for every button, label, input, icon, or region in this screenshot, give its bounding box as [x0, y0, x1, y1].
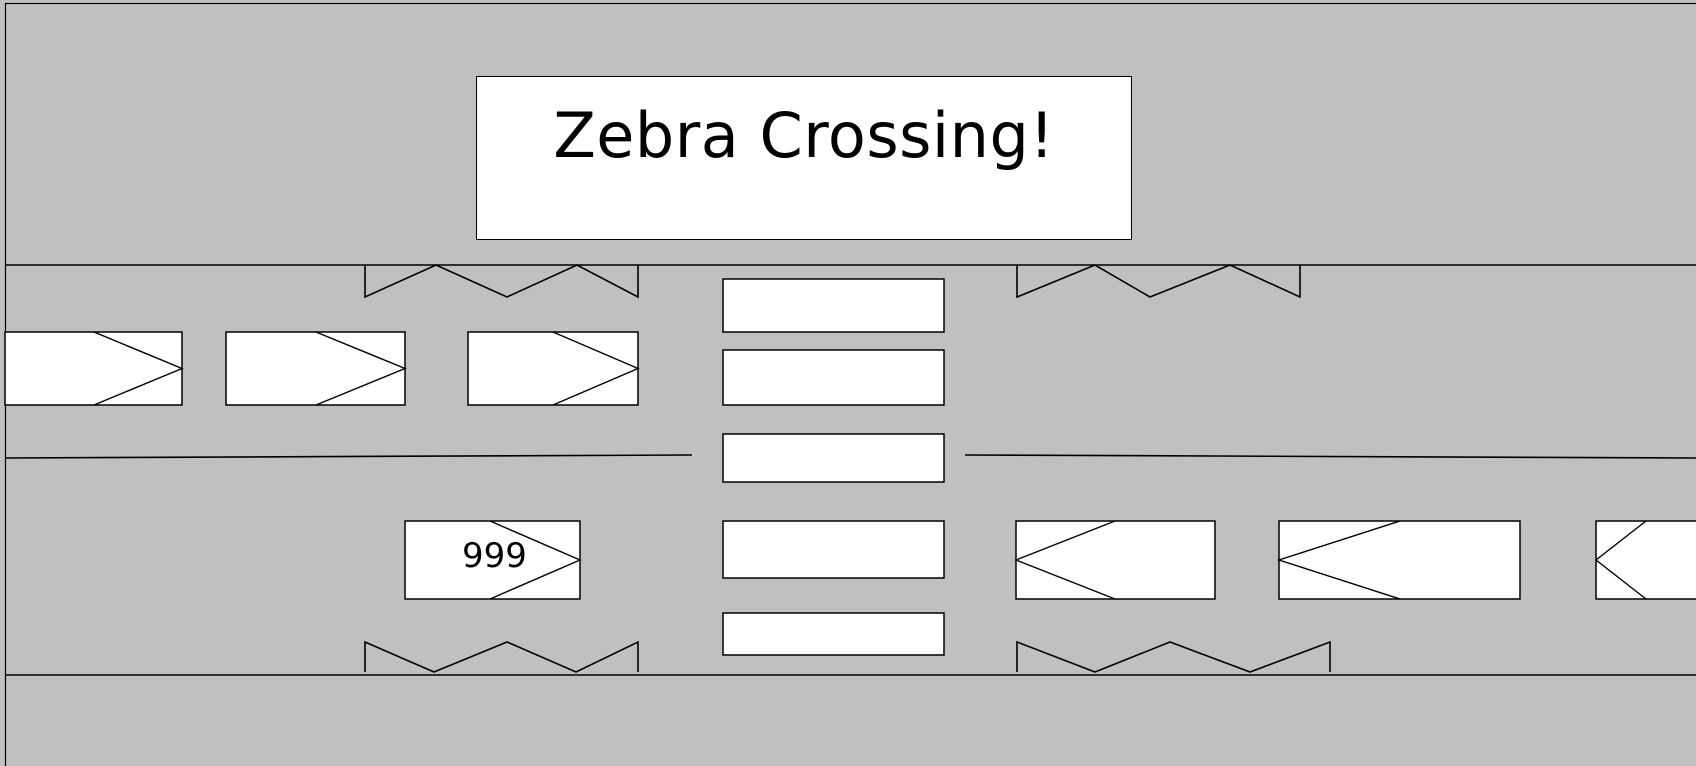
zebra-stripe-1: [722, 278, 945, 333]
zigzag-bottom-left: [364, 640, 639, 673]
zebra-stripe-5: [722, 612, 945, 656]
zebra-stripe-2: [722, 349, 945, 406]
vehicle-bottom-lane-999[interactable]: [404, 520, 581, 600]
vehicle-number-label: 999: [462, 536, 527, 576]
zebra-stripe-3: [722, 433, 945, 483]
title-banner: Zebra Crossing!: [476, 76, 1132, 240]
vehicle-top-lane-1-direction-mark: [93, 331, 184, 406]
vehicle-bottom-lane-left-2-direction-mark: [1276, 520, 1401, 600]
vehicle-bottom-lane-left-1-direction-mark: [1014, 520, 1116, 600]
zigzag-top-right: [1016, 264, 1301, 299]
vehicle-top-lane-2[interactable]: [225, 331, 406, 406]
vehicle-bottom-lane-left-1[interactable]: [1015, 520, 1216, 600]
vehicle-bottom-lane-left-3-direction-mark: [1594, 520, 1647, 600]
vehicle-bottom-lane-left-2[interactable]: [1278, 520, 1521, 600]
vehicle-bottom-lane-999-direction-mark: [489, 520, 582, 600]
centre-line-right: [964, 454, 1696, 459]
vehicle-top-lane-1[interactable]: [4, 331, 183, 406]
game-title: Zebra Crossing!: [553, 99, 1055, 172]
zigzag-top-left: [364, 264, 639, 299]
zebra-stripe-4: [722, 520, 945, 579]
zigzag-bottom-right: [1016, 640, 1331, 673]
vehicle-bottom-lane-left-3[interactable]: [1595, 520, 1696, 600]
vehicle-top-lane-2-direction-mark: [315, 331, 407, 406]
vehicle-top-lane-3-direction-mark: [552, 331, 640, 406]
centre-line-left: [4, 454, 693, 459]
vehicle-top-lane-3[interactable]: [467, 331, 639, 406]
